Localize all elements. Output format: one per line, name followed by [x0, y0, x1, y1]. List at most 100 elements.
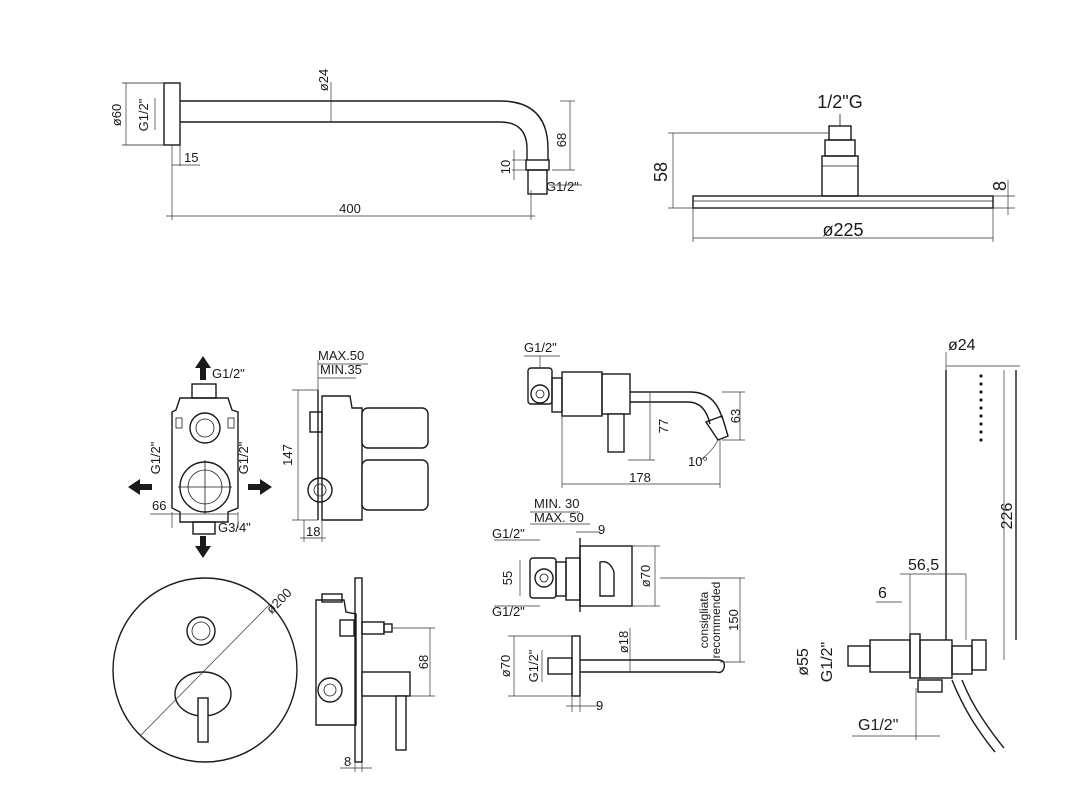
mixer-max-label: MAX. 50 [534, 510, 584, 525]
hand-bottom-outlet [917, 679, 943, 693]
hand-thread-bottom-label: G1/2" [858, 717, 898, 734]
valve-side-port [307, 477, 333, 503]
head-thread-stub [828, 125, 852, 141]
arm-pipe-dia-label: ø24 [316, 69, 331, 91]
valve-body-front: G1/2" G1/2" G1/2" 66 G3/4" [128, 356, 272, 558]
shower-head-drawing: 1/2"G 58 8 ø225 [651, 92, 1015, 242]
spout2-70-label: ø70 [498, 655, 513, 677]
hand-outlet-body [919, 639, 953, 679]
valve-depth-label: 18 [306, 524, 320, 539]
spout2-stub [547, 657, 573, 675]
head-disc [692, 195, 994, 209]
arm-pipe-top [180, 100, 549, 160]
arm-flange-dia-label: ø60 [109, 104, 124, 126]
hand-wall-body [869, 639, 911, 673]
spout-h1-label: 77 [656, 419, 671, 433]
head-swivel [821, 155, 859, 197]
valve-upper-bore [189, 412, 221, 444]
arrow-right-icon [248, 479, 272, 495]
plate-thick-label: 8 [344, 754, 351, 769]
hand-shower-drawing: ø24 226 56,5 6 ø55 G1/2" G1/2" [795, 337, 1020, 753]
arm-pipe-bottom [180, 121, 528, 160]
arm-wall-thread-label: G1/2" [136, 98, 151, 131]
spout-body [561, 371, 603, 417]
plate-lever-handle [197, 697, 209, 743]
hand-24-label: ø24 [948, 337, 976, 354]
plate-side-lever-body [361, 671, 411, 697]
valve-min-depth-label: MIN.35 [320, 362, 362, 377]
mixer-70-label: ø70 [638, 565, 653, 587]
hand-55-label: ø55 [795, 648, 812, 676]
arrow-down-icon [195, 536, 211, 558]
dim-line-plate-dia [139, 603, 271, 737]
mixer-inlet-port [534, 568, 554, 588]
arm-drop-label: 68 [554, 133, 569, 147]
head-thread-label: 1/2"G [817, 92, 862, 112]
spout-tube-bottom [630, 401, 711, 425]
spout2-9-label: 9 [596, 698, 603, 713]
arm-wall-flange [163, 82, 181, 146]
arm-outlet-nut [525, 159, 550, 171]
spout-length-label: 178 [629, 470, 651, 485]
arm-length-label: 400 [339, 201, 361, 216]
head-dia-label: ø225 [822, 220, 863, 240]
spout-lever [607, 413, 625, 453]
spout-thread-label: G1/2" [524, 340, 557, 355]
valve-top-port [191, 383, 217, 399]
shower-arm-drawing: ø60 G1/2" ø24 15 400 68 10 G1/2" [109, 69, 582, 220]
valve-thread-left-label: G1/2" [148, 441, 163, 474]
plate-side-edge [354, 577, 363, 763]
spout-inlet-port [530, 384, 550, 404]
head-nut [824, 139, 856, 157]
spout-flange [601, 373, 631, 415]
hand-spray-holes [979, 374, 983, 442]
plate-circle [112, 577, 298, 763]
plate-side-port [317, 677, 343, 703]
arrow-left-icon [128, 479, 152, 495]
hand-hose [951, 679, 996, 753]
valve-width-label: 66 [152, 498, 166, 513]
valve-height-label: 147 [280, 444, 295, 466]
spout2-plate [571, 635, 581, 697]
arrow-up-icon [195, 356, 211, 380]
head-height-label: 58 [651, 162, 671, 182]
mixer-thread-top-label: G1/2" [492, 526, 525, 541]
plate-diverter-knob [186, 616, 216, 646]
valve-body-side: MAX.50 MIN.35 147 18 [280, 348, 429, 542]
hand-226-label: 226 [999, 503, 1016, 530]
valve-side-cartridge-top [361, 407, 429, 449]
wall-spout-drawing: G1/2" 178 77 63 10° [524, 340, 745, 488]
arm-outlet-len-label: 10 [498, 160, 513, 174]
cover-plate-side: 68 8 [315, 577, 435, 772]
cover-plate-front: ø200 [112, 577, 298, 763]
mixer-handle [599, 561, 615, 597]
spout2-18-label: ø18 [616, 631, 631, 653]
mixer-9-top-label: 9 [598, 522, 605, 537]
valve-bottom-port [192, 521, 216, 535]
valve-thread-top-label: G1/2" [212, 366, 245, 381]
hand-wall-flange [909, 633, 921, 679]
hand-holder [951, 645, 973, 675]
plate-dia-label: ø200 [263, 585, 295, 617]
valve-body-outline [171, 397, 239, 523]
plate-side-valve [315, 599, 357, 726]
mixer-rec-it-label: consigliata [697, 591, 711, 648]
hand-thread-side-label: G1/2" [819, 642, 836, 682]
mixer-inlet-body [529, 557, 557, 599]
spout-h2-label: 63 [728, 409, 743, 423]
mixer-150-label: 150 [726, 609, 741, 631]
arm-outlet-thread [527, 169, 548, 195]
spout2-tube [580, 659, 726, 674]
spout-tube-top [630, 391, 723, 419]
valve-max-depth-label: MAX.50 [318, 348, 364, 363]
plate-proj-label: 68 [416, 655, 431, 669]
mixer-rec-en-label: recommended [709, 582, 723, 659]
plate-side-lever-handle [395, 695, 407, 751]
spout-aerator [704, 415, 729, 441]
hand-56-label: 56,5 [908, 557, 939, 574]
mixer-plate [579, 545, 633, 607]
head-thickness-label: 8 [990, 181, 1010, 191]
valve-side-body [321, 395, 363, 521]
